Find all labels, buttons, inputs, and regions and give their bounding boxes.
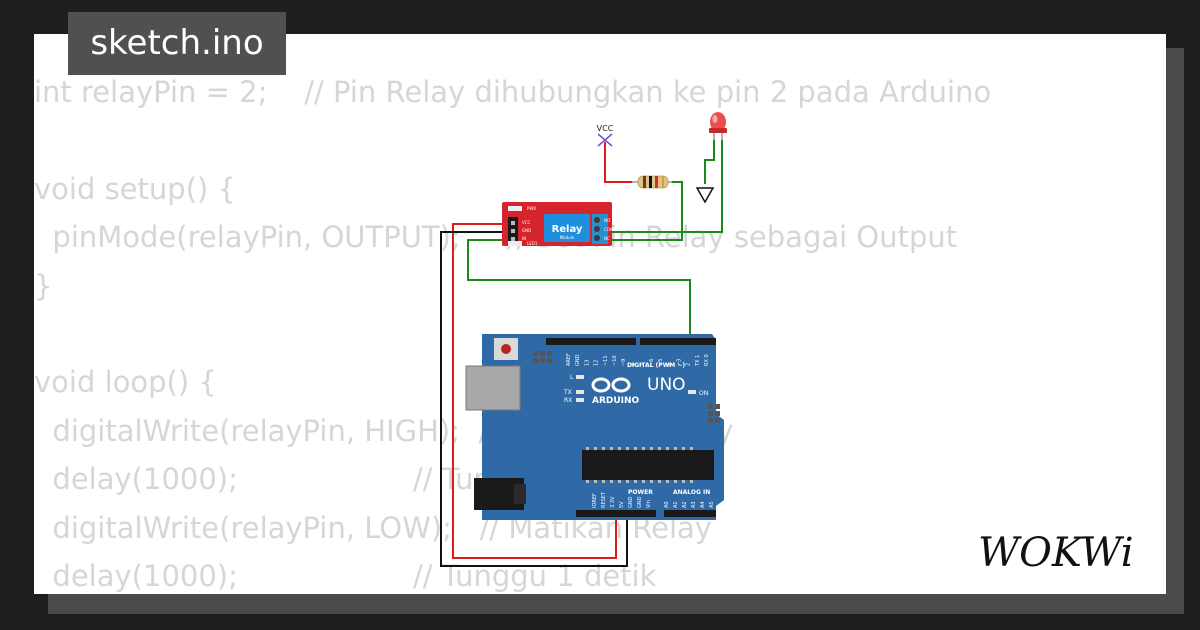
arduino-pin-label: A2	[682, 501, 688, 508]
arduino-pin-label: ~3	[676, 359, 682, 366]
arduino-pin-label: GND	[628, 496, 634, 508]
relay-pin-vcc: VCC	[522, 220, 531, 225]
arduino-brand: ARDUINO	[592, 396, 640, 406]
relay-pin-gnd: GND	[522, 228, 531, 233]
relay-subtitle: Module	[560, 235, 575, 240]
wire-gnd-relay-gnd	[440, 231, 628, 567]
arduino-pin-label: 12	[594, 360, 600, 366]
relay-label: Relay	[552, 224, 583, 235]
arduino-pin-label: 4	[667, 363, 673, 366]
code-line: }	[34, 268, 53, 303]
led-red	[709, 112, 727, 140]
arduino-on-label: ON	[699, 390, 708, 397]
relay-pin-pwr: PWR	[527, 206, 536, 211]
arduino-pin-label: RESET	[601, 491, 607, 508]
arduino-led-l: L	[570, 374, 574, 381]
arduino-pin-label: IOREF	[592, 493, 598, 508]
relay-term-no: NO	[604, 218, 610, 223]
arduino-pin-label: A5	[709, 501, 715, 508]
arduino-pin-label: A4	[700, 501, 706, 508]
arduino-pin-label: AREF	[566, 353, 572, 366]
arduino-led-tx: TX	[563, 389, 572, 396]
arduino-analog-label: ANALOG IN	[673, 489, 710, 496]
arduino-pin-label: 13	[584, 360, 590, 366]
relay-pin-in: IN	[522, 236, 526, 241]
relay-term-nc: NC	[604, 236, 610, 241]
relay-pin-led1: LED1	[527, 241, 538, 246]
arduino-pin-label: ~5	[658, 359, 664, 366]
arduino-pin-label: A3	[691, 501, 697, 508]
arduino-pin-label: A0	[664, 501, 670, 508]
code-line: void setup() {	[34, 171, 236, 206]
arduino-pin-label: 3.3V	[610, 496, 616, 508]
relay-term-com: COM	[604, 227, 614, 232]
arduino-pin-label: ~6	[649, 359, 655, 366]
arduino-pin-label: TX 1	[695, 355, 701, 367]
arduino-pin-label: 5V	[619, 501, 625, 508]
arduino-pin-label: A1	[673, 501, 679, 508]
arduino-pin-label: Vin	[646, 500, 652, 508]
code-line: delay(1000); // Tunggu 1 detik	[34, 558, 657, 593]
arduino-power-label: POWER	[628, 489, 653, 496]
wire-in-pin2	[467, 239, 691, 338]
wokwi-logo: WOKWi	[978, 530, 1134, 576]
arduino-pin-label: GND	[575, 354, 581, 366]
ground-symbol	[695, 187, 715, 204]
arduino-pin-label: RX 0	[704, 354, 710, 366]
wire-led-gnd	[704, 140, 715, 184]
code-line: void loop() {	[34, 365, 217, 400]
sketch-filename-tab: sketch.ino	[68, 12, 286, 75]
code-line: int relayPin = 2; // Pin Relay dihubungk…	[34, 75, 992, 109]
arduino-model: UNO	[647, 375, 686, 395]
vcc-label: VCC	[597, 124, 614, 133]
arduino-infinity-logo	[591, 377, 631, 393]
relay-module: PWR VCC GND IN LED1 Relay Module NO COM …	[502, 202, 614, 246]
arduino-digital-label: DIGITAL (PWM ~)	[627, 362, 685, 369]
wire-led-no	[608, 140, 723, 233]
arduino-pin-label: GND	[637, 496, 643, 508]
wires	[440, 140, 723, 567]
resistor	[632, 175, 672, 189]
vcc-symbol: VCC	[597, 124, 614, 147]
arduino-uno: L TX RX ON UNO ARDUINO DIGITAL (PWM ~) P…	[465, 334, 724, 520]
wokwi-logo-text: WOKWi	[978, 530, 1134, 576]
wire-5v-relay-vcc	[452, 223, 617, 559]
arduino-pin-label: 7	[640, 363, 646, 366]
wire-resistor-com	[608, 181, 683, 241]
arduino-pin-label: ~9	[621, 359, 627, 366]
arduino-led-rx: RX	[564, 397, 572, 404]
arduino-pin-label: 2	[686, 363, 692, 366]
arduino-pin-label: ~10	[612, 355, 618, 366]
arduino-pin-label: ~11	[603, 355, 609, 366]
arduino-pin-label: 8	[630, 363, 636, 366]
wire-vcc-resistor	[604, 142, 632, 183]
